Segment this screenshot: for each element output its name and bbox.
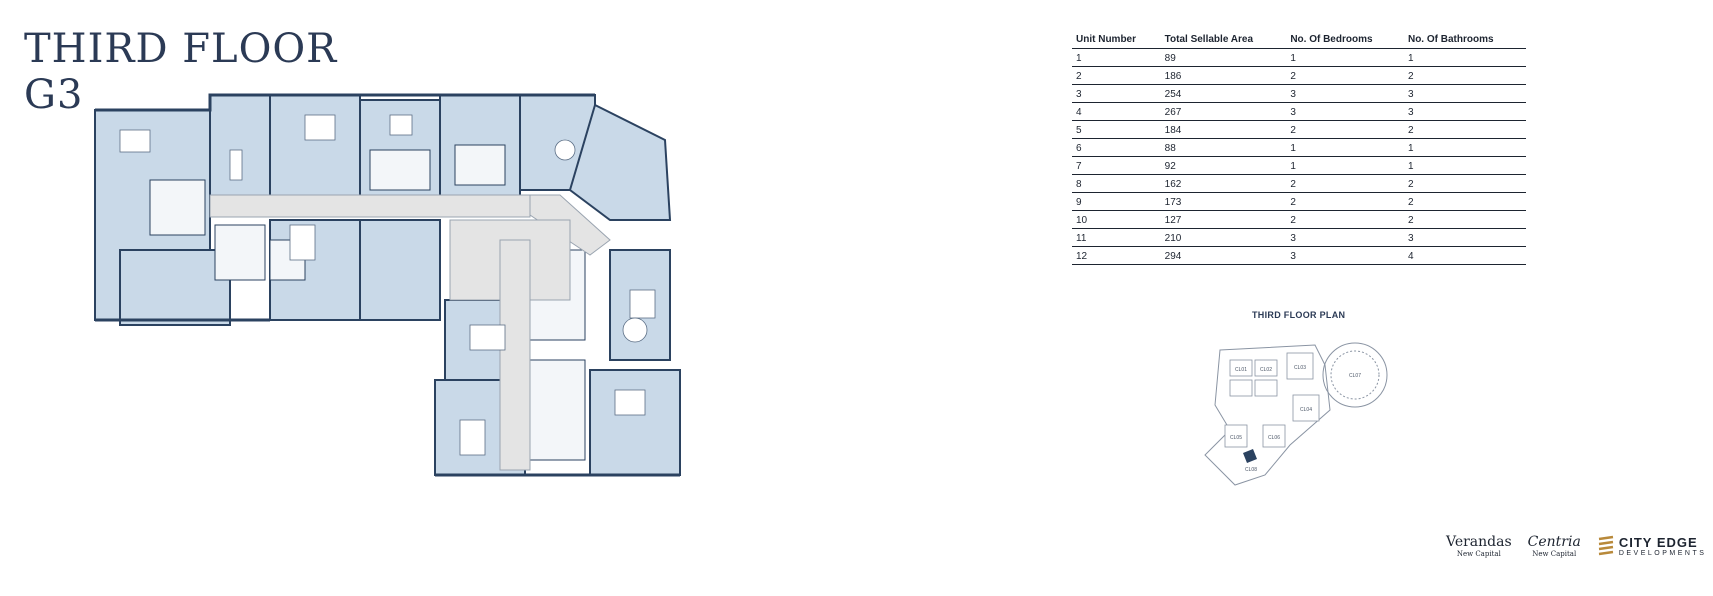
cell-unit: 9: [1072, 192, 1161, 211]
cell-unit: 1: [1072, 48, 1161, 67]
cell-bathrooms: 2: [1403, 120, 1526, 139]
cell-bathrooms: 1: [1403, 156, 1526, 175]
units-table: Unit Number Total Sellable Area No. Of B…: [1072, 30, 1526, 265]
header-bedrooms: No. Of Bedrooms: [1286, 30, 1404, 49]
cell-area: 254: [1160, 84, 1287, 103]
header-bathrooms: No. Of Bathrooms: [1403, 30, 1526, 49]
cell-bathrooms: 2: [1403, 192, 1526, 211]
cell-unit: 4: [1072, 102, 1161, 121]
highlighted-block: [1243, 449, 1257, 463]
table-row: 2 186 2 2: [1072, 66, 1526, 85]
city-edge-logo-sub: DEVELOPMENTS: [1618, 550, 1707, 557]
key-label-cl04: CL04: [1300, 407, 1312, 413]
cell-area: 88: [1160, 138, 1287, 157]
table-row: 10 127 2 2: [1072, 210, 1526, 229]
table-row: 7 92 1 1: [1072, 156, 1526, 175]
header-total-sellable-area: Total Sellable Area: [1160, 30, 1287, 49]
cell-bedrooms: 2: [1286, 174, 1404, 193]
cell-unit: 7: [1072, 156, 1161, 175]
cell-unit: 8: [1072, 174, 1161, 193]
city-edge-logo-text: CITY EDGE: [1618, 535, 1698, 550]
cell-area: 186: [1160, 66, 1287, 85]
cell-bathrooms: 2: [1403, 210, 1526, 229]
cell-unit: 12: [1072, 246, 1161, 265]
verandas-logo: Verandas New Capital: [1438, 534, 1520, 558]
mini-plan-title: THIRD FLOOR PLAN: [1252, 310, 1346, 320]
cell-bedrooms: 3: [1286, 246, 1404, 265]
verandas-logo-text: Verandas: [1446, 534, 1512, 550]
cell-area: 210: [1160, 228, 1287, 247]
cell-bedrooms: 3: [1286, 228, 1404, 247]
cell-bathrooms: 4: [1403, 246, 1526, 265]
table-row: 1 89 1 1: [1072, 48, 1526, 67]
cell-bathrooms: 3: [1403, 228, 1526, 247]
cell-unit: 3: [1072, 84, 1161, 103]
table-row: 5 184 2 2: [1072, 120, 1526, 139]
cell-bathrooms: 2: [1403, 66, 1526, 85]
cell-unit: 11: [1072, 228, 1161, 247]
verandas-logo-sub: New Capital: [1456, 550, 1501, 558]
cell-bathrooms: 1: [1403, 48, 1526, 67]
cell-area: 173: [1160, 192, 1287, 211]
city-edge-logo: CITY EDGE DEVELOPMENTS: [1589, 535, 1707, 557]
table-row: 4 267 3 3: [1072, 102, 1526, 121]
cell-bedrooms: 3: [1286, 84, 1404, 103]
cell-bathrooms: 1: [1403, 138, 1526, 157]
cell-area: 127: [1160, 210, 1287, 229]
cell-unit: 6: [1072, 138, 1161, 157]
city-edge-mark-icon: [1598, 535, 1614, 556]
table-row: 3 254 3 3: [1072, 84, 1526, 103]
key-label-cl01: CL01: [1235, 367, 1247, 373]
cell-bathrooms: 3: [1403, 102, 1526, 121]
cell-area: 184: [1160, 120, 1287, 139]
key-label-cl05: CL05: [1230, 435, 1242, 441]
cell-bedrooms: 3: [1286, 102, 1404, 121]
cell-bedrooms: 2: [1286, 192, 1404, 211]
cell-unit: 5: [1072, 120, 1161, 139]
cell-area: 92: [1160, 156, 1287, 175]
table-row: 8 162 2 2: [1072, 174, 1526, 193]
page-title-line1: THIRD FLOOR: [24, 26, 338, 72]
table-row: 12 294 3 4: [1072, 246, 1526, 265]
cell-bedrooms: 2: [1286, 120, 1404, 139]
cell-bedrooms: 2: [1286, 210, 1404, 229]
cell-unit: 2: [1072, 66, 1161, 85]
cell-area: 89: [1160, 48, 1287, 67]
floor-plan-drawing: [94, 93, 681, 477]
cell-bedrooms: 1: [1286, 48, 1404, 67]
centria-logo: Centria New Capital: [1520, 534, 1589, 558]
cell-unit: 10: [1072, 210, 1161, 229]
key-label-cl06: CL06: [1268, 435, 1280, 441]
cell-bedrooms: 1: [1286, 156, 1404, 175]
cell-area: 294: [1160, 246, 1287, 265]
key-label-cl07: CL07: [1349, 373, 1361, 379]
cell-bedrooms: 2: [1286, 66, 1404, 85]
cell-bedrooms: 1: [1286, 138, 1404, 157]
centria-logo-sub: New Capital: [1532, 550, 1577, 558]
brand-logos: Verandas New Capital Centria New Capital…: [1438, 528, 1704, 564]
page-title-line2: G3: [24, 72, 84, 118]
key-label-cl08: CL08: [1245, 467, 1257, 473]
page-title: THIRD FLOOR G3: [24, 26, 337, 118]
key-plan-drawing: CL01 CL02 CL03 CL04 CL05 CL06 CL07 CL08: [1204, 342, 1388, 486]
centria-logo-text: Centria: [1527, 534, 1581, 550]
table-row: 6 88 1 1: [1072, 138, 1526, 157]
cell-area: 267: [1160, 102, 1287, 121]
key-label-cl02: CL02: [1260, 367, 1272, 373]
cell-bathrooms: 3: [1403, 84, 1526, 103]
header-unit-number: Unit Number: [1072, 30, 1161, 49]
key-label-cl03: CL03: [1294, 365, 1306, 371]
table-row: 9 173 2 2: [1072, 192, 1526, 211]
cell-bathrooms: 2: [1403, 174, 1526, 193]
cell-area: 162: [1160, 174, 1287, 193]
table-header-row: Unit Number Total Sellable Area No. Of B…: [1072, 30, 1526, 49]
table-row: 11 210 3 3: [1072, 228, 1526, 247]
